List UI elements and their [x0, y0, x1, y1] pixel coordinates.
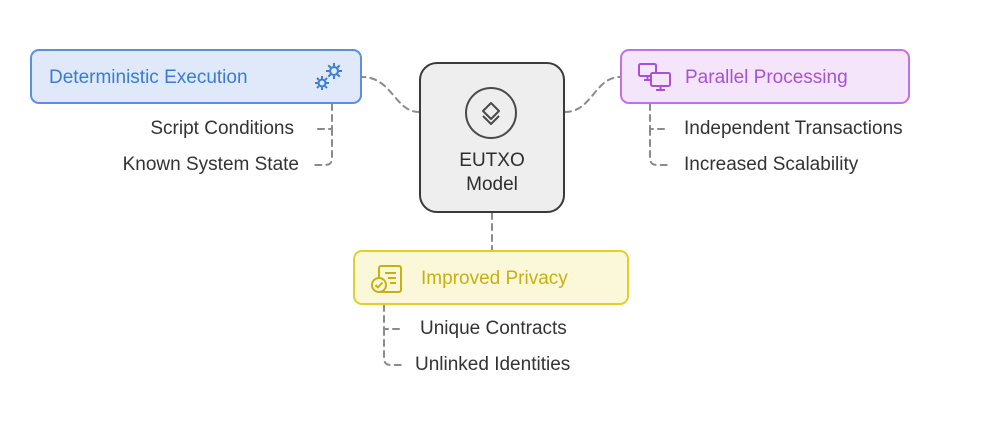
connector-pri-unlinked — [383, 328, 403, 366]
connector-det-known — [313, 128, 333, 166]
item-unlinked-identities: Unlinked Identities — [415, 354, 571, 375]
connector-par-scalability — [649, 128, 669, 166]
item-independent-transactions: Independent Transactions — [684, 118, 903, 139]
connector-center-parallel — [564, 76, 621, 113]
branch-improved-privacy: Improved Privacy — [353, 250, 629, 305]
connector-center-deterministic — [361, 76, 420, 113]
center-title-line2: Model — [466, 174, 518, 195]
connector-det-script — [313, 103, 333, 130]
item-known-system-state: Known System State — [122, 154, 299, 175]
branch-deterministic-execution: Deterministic Execution — [30, 49, 362, 104]
document-check-icon — [371, 265, 402, 293]
connector-pri-unique — [383, 304, 403, 330]
branch-deterministic-label: Deterministic Execution — [49, 67, 248, 88]
center-badge — [465, 87, 517, 139]
gears-icon — [315, 63, 342, 90]
item-increased-scalability: Increased Scalability — [684, 154, 859, 175]
item-script-conditions: Script Conditions — [150, 118, 294, 139]
connector-par-independent — [649, 103, 669, 130]
branch-parallel-label: Parallel Processing — [685, 67, 848, 88]
item-unique-contracts: Unique Contracts — [420, 318, 567, 339]
branch-privacy-label: Improved Privacy — [421, 268, 568, 289]
branch-parallel-processing: Parallel Processing — [620, 49, 910, 104]
center-node: EUTXO Model — [419, 62, 565, 213]
monitors-icon — [638, 63, 671, 91]
center-title-line1: EUTXO — [459, 150, 525, 171]
layers-icon — [482, 102, 500, 125]
center-title: EUTXO Model — [421, 149, 563, 197]
